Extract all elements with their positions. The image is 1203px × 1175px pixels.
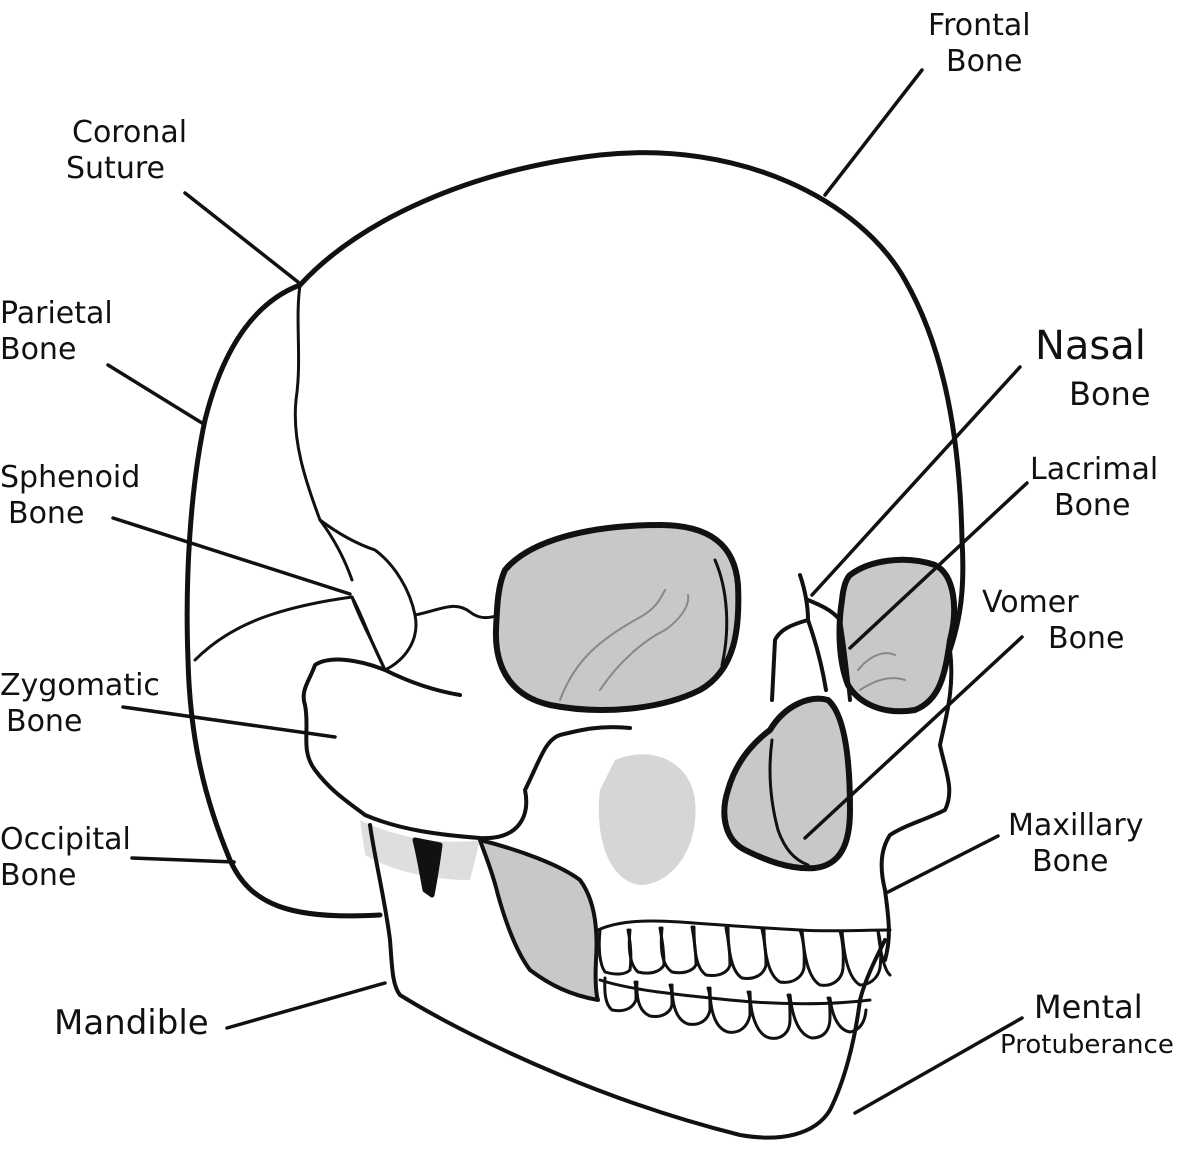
label-line: Protuberance [1000,1030,1174,1060]
label-maxillary-bone: Maxillary Bone [1008,808,1144,880]
mandible-outline [368,823,887,1140]
label-line: Bone [8,496,85,531]
left-orbit [492,522,742,713]
label-line: Bone [1032,844,1109,879]
leader-occipital [130,856,236,864]
label-line: Bone [946,44,1023,79]
leader-mandible [225,981,387,1030]
cranium-outline [184,150,966,919]
nasal-cavity [721,695,853,872]
leader-lines [106,68,1029,1115]
label-line: Parietal [0,296,113,331]
label-lacrimal-bone: Lacrimal Bone [1030,452,1158,524]
nasal-bones [770,573,852,702]
label-line: Suture [66,151,165,186]
label-line: Lacrimal [1030,452,1159,487]
vomer-septum [768,738,810,867]
leader-zygomatic [121,705,337,739]
upper-teeth [596,919,892,987]
label-line: Nasal [1035,323,1146,369]
ramus-shaded [478,838,600,1002]
leader-parietal [106,363,204,425]
label-zygomatic-bone: Zygomatic Bone [0,668,160,740]
label-coronal-suture: Coronal Suture [66,115,188,187]
leader-vomer [803,635,1024,840]
label-line: Sphenoid [0,460,141,495]
label-parietal-bone: Parietal Bone [0,296,113,368]
label-line: Bone [0,858,77,893]
leader-coronal [183,191,300,284]
label-sphenoid-bone: Sphenoid Bone [0,460,140,532]
left-orbit-inner-line [559,589,690,701]
label-line: Frontal [928,8,1031,43]
left-orbit-rim [713,558,729,667]
label-frontal-bone: Frontal Bone [928,8,1068,80]
label-line: Vomer [982,585,1079,620]
leader-mental [853,1016,1024,1115]
label-vomer-bone: Vomer Bone [982,585,1124,657]
cheek-shadow [598,754,696,885]
label-line: Bone [1054,488,1131,523]
label-occipital-bone: Occipital Bone [0,822,131,894]
leader-nasal [810,365,1022,597]
label-mandible: Mandible [54,1005,209,1041]
label-line: Mandible [54,1003,209,1043]
label-line: Bone [6,704,83,739]
coronoid-notch [412,837,443,898]
label-nasal-bone: Nasal Bone [1035,322,1151,418]
leader-sphenoid [111,516,352,596]
label-line: Zygomatic [0,668,160,703]
sphenoid-inner-suture [350,595,387,672]
right-orbit [836,556,958,715]
label-line: Mental [1034,988,1143,1026]
coronal-suture-line [293,283,354,582]
sphenoid-outline [193,518,418,672]
label-line: Coronal [72,115,188,150]
label-line: Occipital [0,822,131,857]
lacrimal-detail [857,652,906,691]
label-line: Bone [1069,375,1151,413]
leader-frontal [823,68,924,197]
label-line: Maxillary [1008,808,1144,843]
leader-maxillary [886,834,1000,894]
label-line: Bone [0,332,77,367]
label-line: Bone [1048,621,1125,656]
leader-lacrimal [848,481,1029,650]
label-mental-protuberance: Mental Protuberance [1000,988,1174,1064]
lower-teeth [598,976,872,1040]
zygomatic-arch [301,657,632,841]
frontal-lower-suture [413,604,502,620]
face-outline-right [879,648,954,962]
